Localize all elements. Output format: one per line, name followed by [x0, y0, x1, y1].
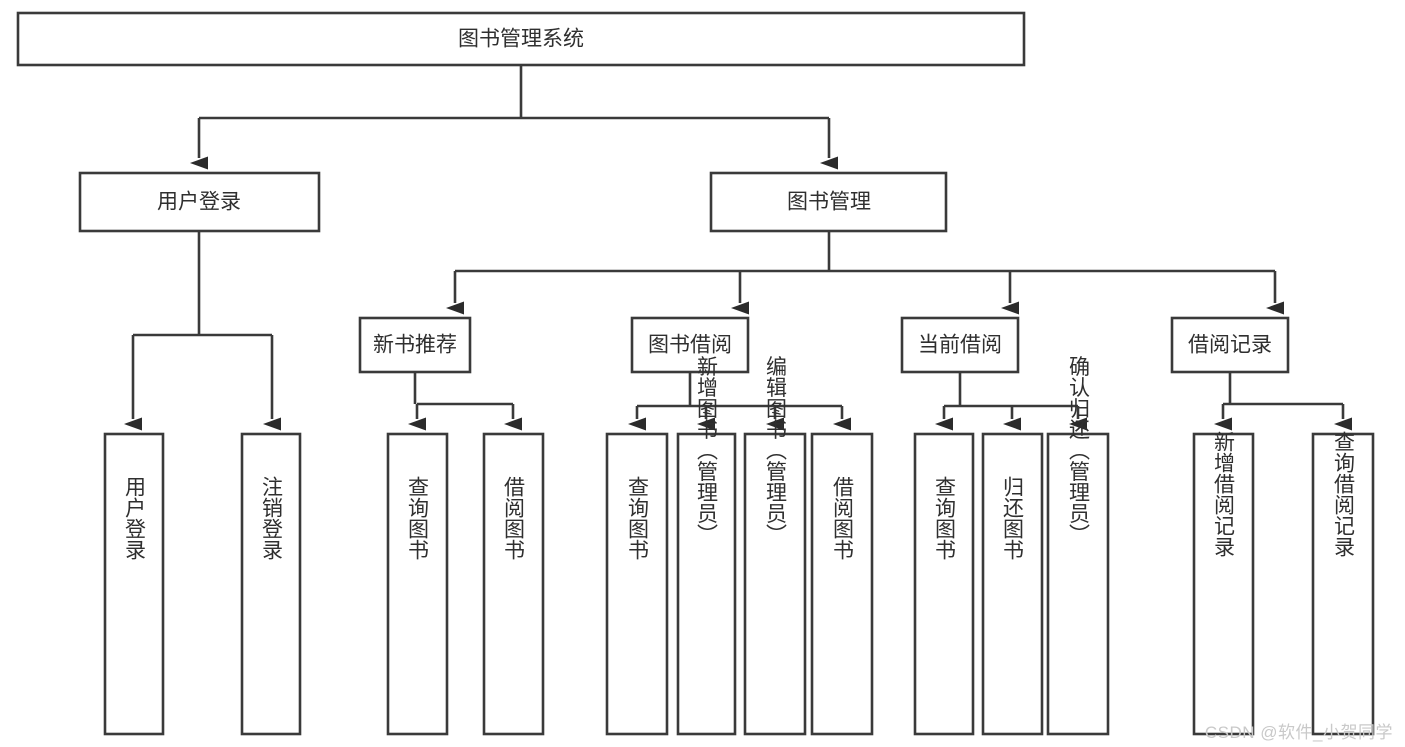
- leaf-confirm-return-label: 确认归还（管理员）: [1067, 356, 1091, 545]
- leaf-edit-book-label: 编辑图书（管理员）: [764, 356, 788, 545]
- node-leaf-confirm-return[interactable]: 确认归还（管理员）: [1046, 356, 1110, 736]
- leaf-borrow-book-1-label: 借阅图书: [502, 476, 526, 560]
- node-current-borrow[interactable]: 当前借阅: [900, 316, 1020, 374]
- leaf-edit-book-box: [743, 432, 807, 736]
- book-manage-box: [709, 171, 948, 233]
- node-book-borrow[interactable]: 图书借阅: [630, 316, 750, 374]
- leaf-return-book-box: [981, 432, 1044, 736]
- csdn-watermark: CSDN @软件_小贺同学: [1204, 723, 1393, 742]
- leaf-add-record-box: [1192, 432, 1255, 736]
- root-box: [16, 11, 1026, 67]
- node-leaf-user-login[interactable]: 用户登录: [103, 432, 165, 736]
- leaf-query-book-2-box: [605, 432, 669, 736]
- book-borrow-box: [630, 316, 750, 374]
- node-leaf-edit-book[interactable]: 编辑图书（管理员）: [743, 356, 807, 736]
- node-leaf-query-record[interactable]: 查询借阅记录: [1311, 431, 1375, 736]
- user-login-box: [78, 171, 321, 233]
- leaf-confirm-return-box: [1046, 432, 1110, 736]
- node-root[interactable]: 图书管理系统: [16, 11, 1026, 67]
- book-borrow-label: 图书借阅: [648, 334, 732, 357]
- node-book-manage[interactable]: 图书管理: [709, 171, 948, 233]
- leaf-query-book-3-box: [913, 432, 975, 736]
- node-leaf-borrow-book-1[interactable]: 借阅图书: [482, 432, 545, 736]
- leaf-query-book-3-label: 查询图书: [933, 476, 957, 560]
- node-leaf-borrow-book-2[interactable]: 借阅图书: [810, 432, 874, 736]
- node-leaf-add-book[interactable]: 新增图书（管理员）: [676, 356, 737, 736]
- node-leaf-add-record[interactable]: 新增借阅记录: [1192, 431, 1255, 736]
- leaf-query-book-2-label: 查询图书: [626, 476, 650, 560]
- root-label: 图书管理系统: [458, 28, 584, 51]
- node-new-book-recommend[interactable]: 新书推荐: [358, 316, 472, 374]
- node-leaf-query-book-3[interactable]: 查询图书: [913, 432, 975, 736]
- leaf-query-record-box: [1311, 432, 1375, 736]
- node-leaf-logout[interactable]: 注销登录: [240, 432, 302, 736]
- leaf-add-book-label: 新增图书（管理员）: [695, 356, 719, 545]
- leaf-return-book-label: 归还图书: [1001, 476, 1025, 560]
- new-book-recommend-box: [358, 316, 472, 374]
- node-borrow-record[interactable]: 借阅记录: [1170, 316, 1290, 374]
- leaf-logout-box: [240, 432, 302, 736]
- leaf-user-login-box: [103, 432, 165, 736]
- leaf-query-book-1-label: 查询图书: [406, 476, 430, 560]
- node-user-login[interactable]: 用户登录: [78, 171, 321, 233]
- leaf-query-record-label: 查询借阅记录: [1332, 431, 1356, 557]
- leaf-add-book-box: [676, 432, 737, 736]
- leaf-query-book-1-box: [386, 432, 449, 736]
- new-book-recommend-label: 新书推荐: [373, 334, 457, 357]
- leaf-borrow-book-1-box: [482, 432, 545, 736]
- leaf-user-login-label: 用户登录: [123, 476, 147, 560]
- borrow-record-box: [1170, 316, 1290, 374]
- book-manage-label: 图书管理: [787, 191, 871, 214]
- user-login-label: 用户登录: [157, 191, 241, 214]
- current-borrow-label: 当前借阅: [918, 334, 1002, 357]
- leaf-add-record-label: 新增借阅记录: [1212, 431, 1236, 557]
- leaf-borrow-book-2-box: [810, 432, 874, 736]
- node-leaf-query-book-2[interactable]: 查询图书: [605, 432, 669, 736]
- borrow-record-label: 借阅记录: [1188, 334, 1272, 357]
- leaf-borrow-book-2-label: 借阅图书: [831, 476, 855, 560]
- current-borrow-box: [900, 316, 1020, 374]
- edges-group: [124, 65, 1352, 431]
- leaf-logout-label: 注销登录: [260, 476, 284, 560]
- node-leaf-query-book-1[interactable]: 查询图书: [386, 432, 449, 736]
- node-leaf-return-book[interactable]: 归还图书: [981, 432, 1044, 736]
